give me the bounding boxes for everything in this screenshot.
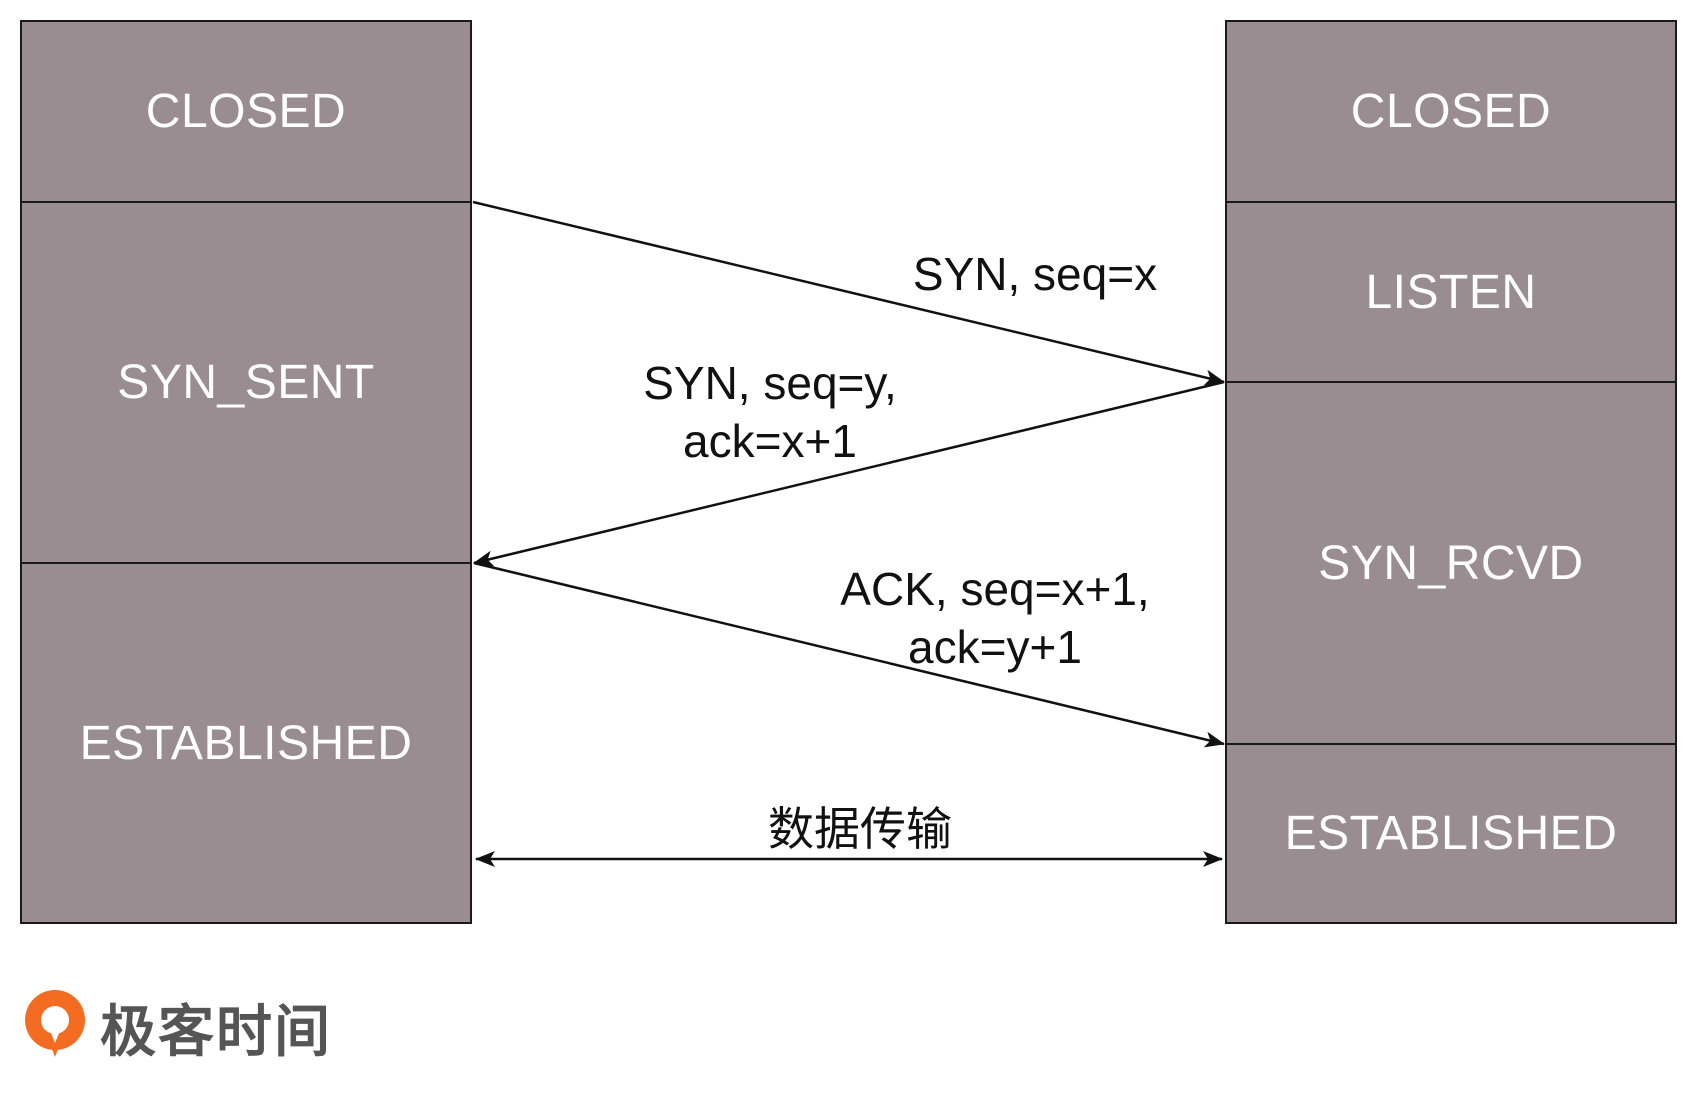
server-state-listen: LISTEN: [1225, 201, 1677, 383]
syn-ack-message-label: SYN, seq=y, ack=x+1: [600, 354, 940, 470]
server-state-syn-rcvd: SYN_RCVD: [1225, 381, 1677, 745]
client-state-established-label: ESTABLISHED: [79, 716, 413, 770]
data-transfer-label: 数据传输: [740, 800, 980, 858]
client-state-established: ESTABLISHED: [20, 562, 472, 924]
ack-message-line-2: ack=y+1: [908, 621, 1082, 673]
server-state-syn-rcvd-label: SYN_RCVD: [1318, 536, 1584, 590]
geektime-logo-text: 极客时间: [100, 999, 332, 1065]
syn-message-label: SYN, seq=x: [895, 245, 1175, 303]
geektime-logo-icon: [25, 990, 85, 1057]
server-state-established: ESTABLISHED: [1225, 743, 1677, 924]
syn-ack-message-line-1: SYN, seq=y,: [643, 357, 897, 409]
server-state-listen-label: LISTEN: [1365, 265, 1537, 319]
ack-message-label: ACK, seq=x+1, ack=y+1: [810, 560, 1180, 676]
client-state-closed: CLOSED: [20, 20, 472, 203]
server-state-closed-label: CLOSED: [1350, 85, 1552, 138]
syn-message-line-1: SYN, seq=x: [912, 248, 1158, 300]
ack-arrow: [473, 561, 1225, 748]
data-transfer-line-1: 数据传输: [768, 802, 952, 856]
ack-message-line-1: ACK, seq=x+1,: [840, 563, 1150, 615]
geektime-logo: 极客时间: [20, 985, 332, 1069]
server-state-closed: CLOSED: [1225, 20, 1677, 203]
syn-arrow: [472, 200, 1225, 386]
server-state-established-label: ESTABLISHED: [1284, 807, 1618, 860]
client-state-closed-label: CLOSED: [145, 85, 347, 138]
client-state-syn-sent-label: SYN_SENT: [117, 356, 375, 409]
syn-ack-arrow: [473, 380, 1225, 567]
syn-ack-message-line-2: ack=x+1: [683, 415, 857, 467]
